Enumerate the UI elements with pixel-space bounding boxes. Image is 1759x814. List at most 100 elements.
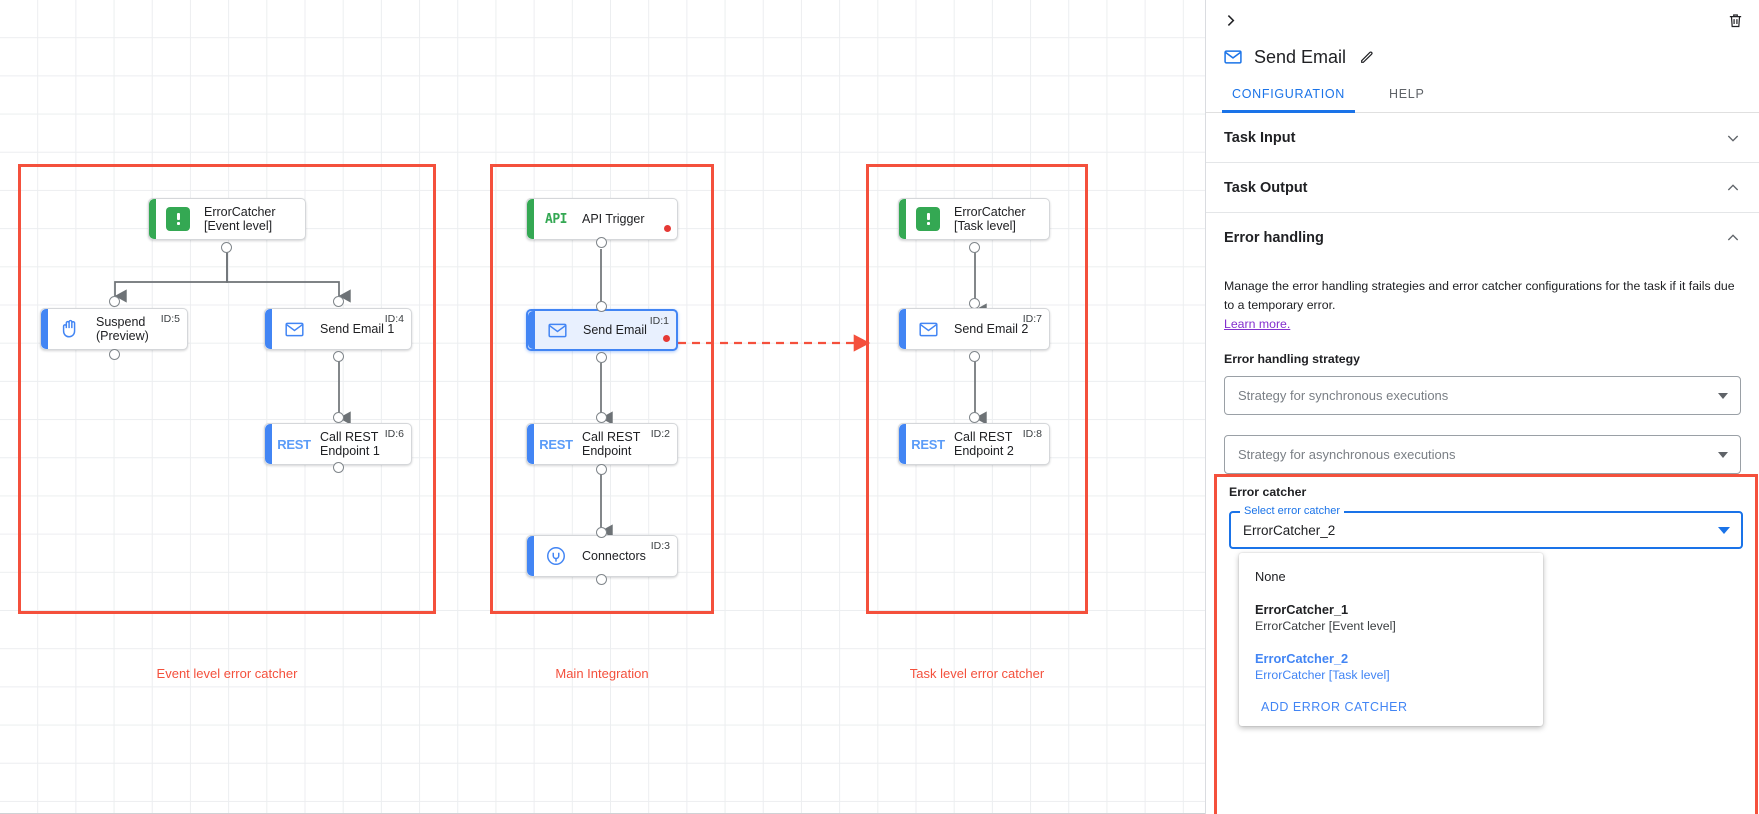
node-id-tag: ID:2 bbox=[650, 428, 670, 440]
error-catcher-icon bbox=[165, 206, 191, 232]
node-label: Call REST Endpoint 1 bbox=[320, 430, 380, 458]
node-error-catcher-event-level[interactable]: ErrorCatcher [Event level] bbox=[148, 198, 306, 240]
panel-topbar bbox=[1206, 0, 1759, 40]
error-catcher-region: Error catcher Select error catcher Error… bbox=[1214, 474, 1758, 814]
rest-icon-text: REST bbox=[277, 436, 311, 452]
page-title: Send Email bbox=[1254, 46, 1347, 67]
connector-dot[interactable] bbox=[333, 296, 344, 307]
node-accent-bar bbox=[149, 199, 156, 239]
node-accent-bar bbox=[527, 424, 534, 464]
node-label: ErrorCatcher [Task level] bbox=[954, 205, 1026, 233]
node-send-email-2[interactable]: Send Email 2 ID:7 bbox=[898, 308, 1050, 350]
menu-item-errorcatcher-2[interactable]: ErrorCatcher_2 ErrorCatcher [Task level] bbox=[1239, 639, 1543, 688]
node-call-rest-endpoint-2[interactable]: REST Call REST Endpoint 2 ID:8 bbox=[898, 423, 1050, 465]
node-accent-bar bbox=[527, 536, 534, 576]
error-indicator-dot bbox=[663, 335, 670, 342]
section-task-input[interactable]: Task Input bbox=[1206, 113, 1759, 163]
connector-dot[interactable] bbox=[109, 296, 120, 307]
node-api-trigger[interactable]: API API Trigger bbox=[526, 198, 678, 240]
learn-more-link[interactable]: Learn more. bbox=[1224, 317, 1291, 331]
rest-icon-text: REST bbox=[539, 436, 573, 452]
select-error-catcher-value: ErrorCatcher_2 bbox=[1243, 522, 1336, 538]
tab-help[interactable]: HELP bbox=[1389, 87, 1425, 101]
connector-dot[interactable] bbox=[596, 412, 607, 423]
panel-tabs: CONFIGURATION HELP bbox=[1206, 87, 1759, 113]
workflow-canvas[interactable]: ErrorCatcher [Event level] Suspend (Prev… bbox=[0, 0, 1205, 814]
node-suspend[interactable]: Suspend (Preview) ID:5 bbox=[40, 308, 188, 350]
rest-icon-text: REST bbox=[911, 436, 945, 452]
connector-dot[interactable] bbox=[596, 574, 607, 585]
menu-item-none[interactable]: None bbox=[1239, 563, 1543, 590]
rest-icon: REST bbox=[911, 431, 945, 457]
error-catcher-icon bbox=[915, 206, 941, 232]
section-title: Task Output bbox=[1224, 179, 1308, 196]
section-title: Error handling bbox=[1224, 230, 1324, 246]
chevron-up-icon bbox=[1725, 180, 1741, 196]
node-accent-bar bbox=[265, 309, 272, 349]
trash-icon[interactable] bbox=[1721, 6, 1749, 34]
caption-main-integration: Main Integration bbox=[555, 666, 649, 681]
menu-item-errorcatcher-1[interactable]: ErrorCatcher_1 ErrorCatcher [Event level… bbox=[1239, 590, 1543, 639]
section-title: Task Input bbox=[1224, 129, 1296, 146]
section-task-output[interactable]: Task Output bbox=[1206, 163, 1759, 213]
node-call-rest-endpoint-1[interactable]: REST Call REST Endpoint 1 ID:6 bbox=[264, 423, 412, 465]
add-error-catcher-button[interactable]: ADD ERROR CATCHER bbox=[1261, 700, 1408, 714]
connector-dot[interactable] bbox=[333, 351, 344, 362]
node-id-tag: ID:4 bbox=[384, 313, 404, 325]
chevron-right-icon[interactable] bbox=[1216, 6, 1244, 34]
group-box-main-integration bbox=[490, 164, 714, 614]
node-id-tag: ID:3 bbox=[650, 540, 670, 552]
caption-task-level-error-catcher: Task level error catcher bbox=[909, 666, 1045, 681]
node-id-tag: ID:6 bbox=[384, 428, 404, 440]
envelope-icon bbox=[544, 317, 570, 343]
section-error-handling[interactable]: Error handling bbox=[1206, 213, 1759, 263]
node-send-email[interactable]: Send Email ID:1 bbox=[526, 309, 678, 351]
menu-item-label: ErrorCatcher_2 bbox=[1255, 651, 1349, 666]
connector-dot[interactable] bbox=[596, 237, 607, 248]
node-accent-bar bbox=[899, 309, 906, 349]
error-indicator-dot bbox=[664, 225, 671, 232]
node-id-tag: ID:7 bbox=[1022, 313, 1042, 325]
envelope-icon bbox=[1222, 46, 1244, 68]
pencil-icon[interactable] bbox=[1358, 48, 1376, 66]
node-accent-bar bbox=[899, 424, 906, 464]
connector-dot[interactable] bbox=[221, 242, 232, 253]
rest-icon: REST bbox=[277, 431, 311, 457]
error-catcher-label: Error catcher bbox=[1229, 485, 1307, 499]
node-connectors[interactable]: Connectors ID:3 bbox=[526, 535, 678, 577]
panel-title-row: Send Email bbox=[1206, 40, 1759, 74]
node-call-rest-endpoint[interactable]: REST Call REST Endpoint ID:2 bbox=[526, 423, 678, 465]
select-error-catcher-field-label: Select error catcher bbox=[1240, 505, 1344, 517]
node-id-tag: ID:1 bbox=[649, 315, 669, 327]
api-icon-text: API bbox=[545, 211, 567, 227]
envelope-icon bbox=[281, 316, 307, 342]
async-strategy-select[interactable]: Strategy for asynchronous executions bbox=[1224, 435, 1741, 474]
connector-dot[interactable] bbox=[969, 351, 980, 362]
task-config-panel: Send Email CONFIGURATION HELP Task Input… bbox=[1205, 0, 1759, 814]
connector-dot[interactable] bbox=[596, 301, 607, 312]
connectors-icon bbox=[543, 543, 569, 569]
node-accent-bar bbox=[899, 199, 906, 239]
error-catcher-dropdown-menu: None ErrorCatcher_1 ErrorCatcher [Event … bbox=[1239, 553, 1543, 726]
connector-dot[interactable] bbox=[969, 242, 980, 253]
connector-dot[interactable] bbox=[596, 527, 607, 538]
error-handling-description: Manage the error handling strategies and… bbox=[1224, 279, 1735, 312]
connector-dot[interactable] bbox=[969, 412, 980, 423]
menu-item-sublabel: ErrorCatcher [Event level] bbox=[1255, 619, 1396, 633]
connector-dot[interactable] bbox=[333, 412, 344, 423]
tab-configuration[interactable]: CONFIGURATION bbox=[1222, 87, 1356, 113]
error-handling-body: Manage the error handling strategies and… bbox=[1206, 263, 1759, 474]
node-label: API Trigger bbox=[582, 212, 645, 226]
connector-dot[interactable] bbox=[596, 352, 607, 363]
select-error-catcher[interactable]: Select error catcher ErrorCatcher_2 bbox=[1229, 505, 1743, 549]
node-error-catcher-task-level[interactable]: ErrorCatcher [Task level] bbox=[898, 198, 1050, 240]
node-send-email-1[interactable]: Send Email 1 ID:4 bbox=[264, 308, 412, 350]
connector-dot[interactable] bbox=[109, 349, 120, 360]
node-label: Call REST Endpoint bbox=[582, 430, 641, 458]
node-accent-bar bbox=[265, 424, 272, 464]
connector-dot[interactable] bbox=[596, 464, 607, 475]
connector-dot[interactable] bbox=[333, 462, 344, 473]
group-box-event-level bbox=[18, 164, 436, 614]
sync-strategy-select[interactable]: Strategy for synchronous executions bbox=[1224, 376, 1741, 415]
menu-item-sublabel: ErrorCatcher [Task level] bbox=[1255, 668, 1390, 682]
